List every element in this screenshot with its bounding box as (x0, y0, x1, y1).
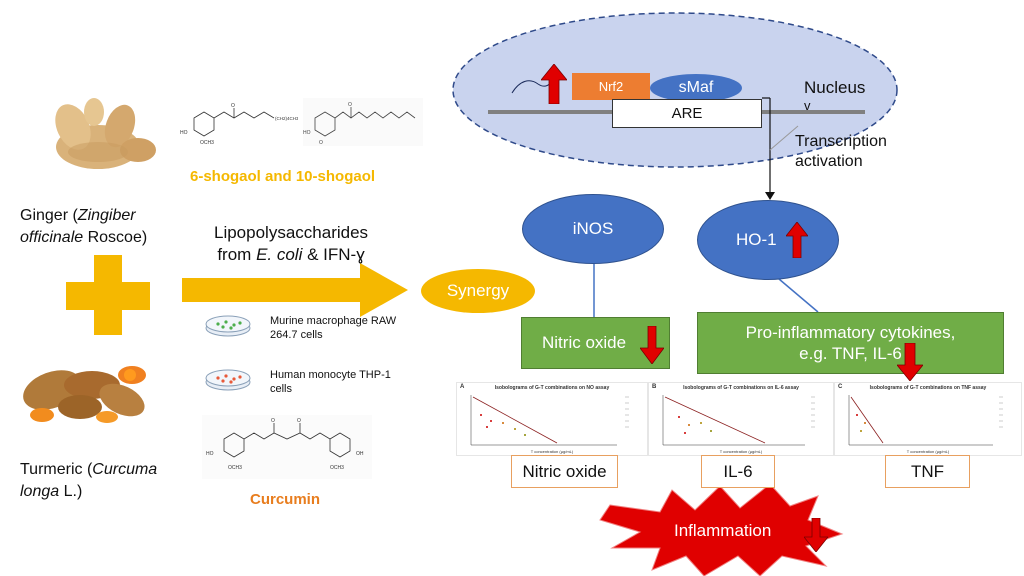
petri-dish-icon (204, 366, 252, 392)
svg-text:OCH3: OCH3 (200, 140, 214, 146)
synergy-label: Synergy (446, 281, 510, 300)
svg-text:O: O (319, 140, 323, 146)
ginger-image (38, 92, 168, 184)
smaf-node: sMaf (650, 74, 742, 102)
svg-text:(CH2)4CH3: (CH2)4CH3 (275, 116, 298, 121)
nucleus-label-text: Nucleus (804, 78, 866, 97)
svg-text:O: O (271, 418, 275, 424)
shogaol-label: 6-shogaol and 10-shogaol (190, 168, 376, 185)
plot-letter: B (652, 384, 657, 390)
ginger-label: Ginger (Zingiber officinale Roscoe) (20, 205, 147, 249)
cell-label-raw-line1: Murine macrophage RAW (270, 315, 397, 327)
result-label-il6: IL-6 (701, 455, 775, 488)
petri-dish-icon (204, 312, 252, 338)
are-label: ARE (671, 105, 703, 122)
curcumin-structure: O O HO OH OCH3 OCH3 (202, 415, 372, 479)
svg-text:O: O (231, 103, 235, 109)
nucleus-label-sub: v (804, 98, 811, 113)
ginger-author: Roscoe) (83, 229, 148, 246)
plot-letter: C (838, 384, 843, 390)
turmeric-image (12, 345, 162, 435)
cell-label-thp1-line1: Human monocyte THP-1 (270, 369, 391, 381)
ginger-genus: Zingiber (77, 207, 136, 224)
cell-label-raw-line2: 264.7 cells (270, 329, 323, 341)
plot-title: Isobolograms of G-T combinations on IL-6… (683, 385, 799, 391)
are-box: ARE (612, 99, 762, 128)
plot-letter: A (460, 384, 465, 390)
transcription-line1: Transcription (795, 133, 887, 150)
10-shogaol-structure: O HO O (303, 98, 423, 146)
nrf2-box: Nrf2 (572, 73, 650, 100)
inflammation-label: Inflammation (674, 521, 772, 540)
nucleus-pointer (769, 125, 799, 151)
plus-horizontal (66, 282, 150, 310)
transcription-arrowhead (765, 192, 775, 200)
smaf-label: sMaf (678, 79, 714, 96)
result-label-tnf: TNF (885, 455, 970, 488)
cell-label-thp1: Human monocyte THP-1 cells (270, 368, 391, 396)
isobologram-plot-tnf: C Isobolograms of G-T combinations on TN… (834, 382, 1022, 456)
plot-xlabel: T concentration (µg/mL) (906, 449, 950, 454)
inos-node: iNOS (522, 194, 664, 264)
synergy-ellipse (421, 269, 535, 313)
lps-label: Lipopolysaccharides from E. coli & IFN-ɣ (214, 222, 368, 266)
ho1-node: HO-1 (697, 200, 839, 280)
result-label-il6-text: IL-6 (723, 461, 753, 481)
turmeric-label-text: Turmeric ( (20, 461, 93, 478)
svg-text:OCH3: OCH3 (228, 465, 242, 471)
plot-title: Isobolograms of G-T combinations on NO a… (494, 385, 610, 391)
cell-label-raw: Murine macrophage RAW 264.7 cells (270, 314, 396, 342)
nrf2-label: Nrf2 (598, 79, 624, 94)
lps-line1: Lipopolysaccharides (214, 223, 369, 242)
transcription-label: Transcription activation (795, 132, 887, 172)
svg-text:HO: HO (303, 130, 311, 136)
nitric-oxide-label: Nitric oxide (542, 333, 627, 352)
turmeric-author: L.) (59, 483, 83, 500)
ginger-label-text: Ginger ( (20, 207, 78, 224)
isobologram-plot-no: A Isobolograms of G-T combinations on NO… (456, 382, 648, 456)
plot-xlabel: T concentration (µg/mL) (719, 449, 763, 454)
plot-xlabel: T concentration (µg/mL) (530, 449, 574, 454)
svg-text:OH: OH (356, 451, 364, 457)
lps-line2-a: from (217, 245, 257, 264)
lps-line2-c: & IFN-ɣ (302, 245, 365, 264)
lps-ecoli: E. coli (256, 245, 303, 264)
cytokines-line2: e.g. TNF, IL-6 (799, 344, 902, 363)
inflammation-burst (599, 483, 844, 576)
cell-label-thp1-line2: cells (270, 383, 293, 395)
cytokines-line1: Pro-inflammatory cytokines, (745, 323, 956, 342)
plot-title: Isobolograms of G-T combinations on TNF … (869, 385, 987, 391)
svg-text:OCH3: OCH3 (330, 465, 344, 471)
nucleus-label: Nucleus v (804, 79, 865, 115)
turmeric-genus: Curcuma (92, 461, 158, 478)
isobologram-plot-il6: B Isobolograms of G-T combinations on IL… (648, 382, 834, 456)
dna-squiggle (511, 80, 553, 94)
transcription-line2: activation (795, 153, 863, 170)
cytokines-box: Pro-inflammatory cytokines, e.g. TNF, IL… (697, 312, 1004, 374)
turmeric-label: Turmeric (Curcuma longa L.) (20, 459, 157, 503)
synergy-node: Synergy (421, 269, 535, 313)
ginger-species: officinale (20, 229, 84, 246)
result-label-no: Nitric oxide (511, 455, 618, 488)
lps-arrow (182, 263, 408, 317)
6-shogaol-structure: O (CH2)4CH3 HO OCH3 (178, 100, 298, 148)
turmeric-species: longa (20, 483, 60, 500)
nitric-oxide-box: Nitric oxide (521, 317, 670, 369)
svg-text:O: O (297, 418, 301, 424)
result-label-no-text: Nitric oxide (522, 461, 607, 481)
svg-text:O: O (348, 102, 352, 108)
svg-text:HO: HO (180, 130, 188, 136)
ho1-label: HO-1 (736, 230, 777, 249)
curcumin-label: Curcumin (250, 491, 321, 508)
svg-text:HO: HO (206, 451, 214, 457)
result-label-tnf-text: TNF (910, 461, 945, 481)
inos-label: iNOS (572, 219, 614, 238)
